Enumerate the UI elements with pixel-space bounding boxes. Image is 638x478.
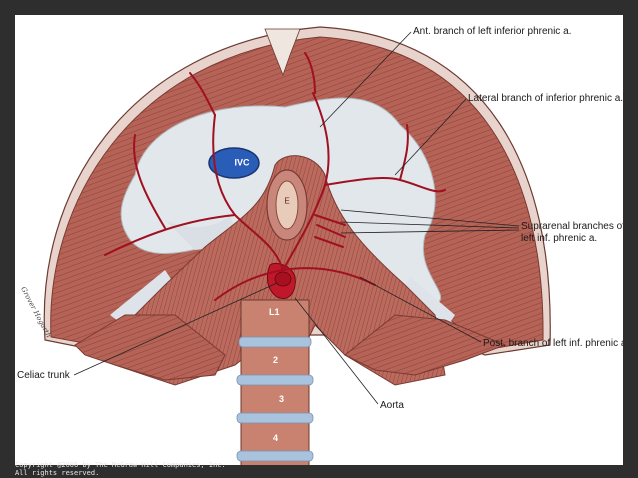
- aorta-label: Aorta: [380, 400, 404, 411]
- ivc-label: IVC: [234, 157, 250, 168]
- celiac-trunk-shape: [274, 271, 292, 287]
- suprarenal-label-line1: Suprarenal branches of: [521, 221, 623, 232]
- lower-right-muscle: [344, 314, 507, 376]
- diaphragm-illustration: [43, 26, 551, 465]
- suprarenal-label-line2: left inf. phrenic a.: [521, 233, 598, 244]
- leader-lines: [73, 31, 520, 405]
- xiphoid-notch: [264, 28, 301, 77]
- post-branch-label: Post. branch of left inf. phrenic a.: [483, 338, 623, 349]
- intervertebral-disc: [238, 336, 312, 348]
- ant-branch-label: Ant. branch of left inferior phrenic a.: [413, 26, 572, 37]
- esophagus-label: E: [284, 196, 290, 206]
- copyright-line2: All rights reserved.: [15, 469, 100, 477]
- tendon-lower-right: [400, 277, 455, 330]
- intervertebral-disc: [236, 412, 314, 424]
- phrenic-arteries: [104, 52, 446, 301]
- vertebra-l1-label: L1: [269, 307, 280, 317]
- ivc-shape: [208, 147, 260, 179]
- copyright-line1: Copyright @2006 by The McGraw-Hill Compa…: [15, 461, 226, 469]
- lateral-branch-label: Lateral branch of inferior phrenic a.: [468, 93, 623, 104]
- vertebra-3-label: 3: [279, 394, 285, 404]
- celiac-trunk-label: Celiac trunk: [17, 370, 70, 381]
- intervertebral-disc: [236, 374, 314, 386]
- copyright-notice: Copyright @2006 by The McGraw-Hill Compa…: [15, 461, 226, 477]
- lower-left-muscle: [74, 314, 226, 381]
- vertebra-2-label: 2: [273, 355, 279, 365]
- vertebra-4-label: 4: [273, 433, 279, 443]
- illustration-frame: IVC E L1 2 3 4 Ant. branch of left infer…: [15, 15, 623, 465]
- esophagus: [275, 180, 299, 230]
- intervertebral-disc: [236, 450, 314, 462]
